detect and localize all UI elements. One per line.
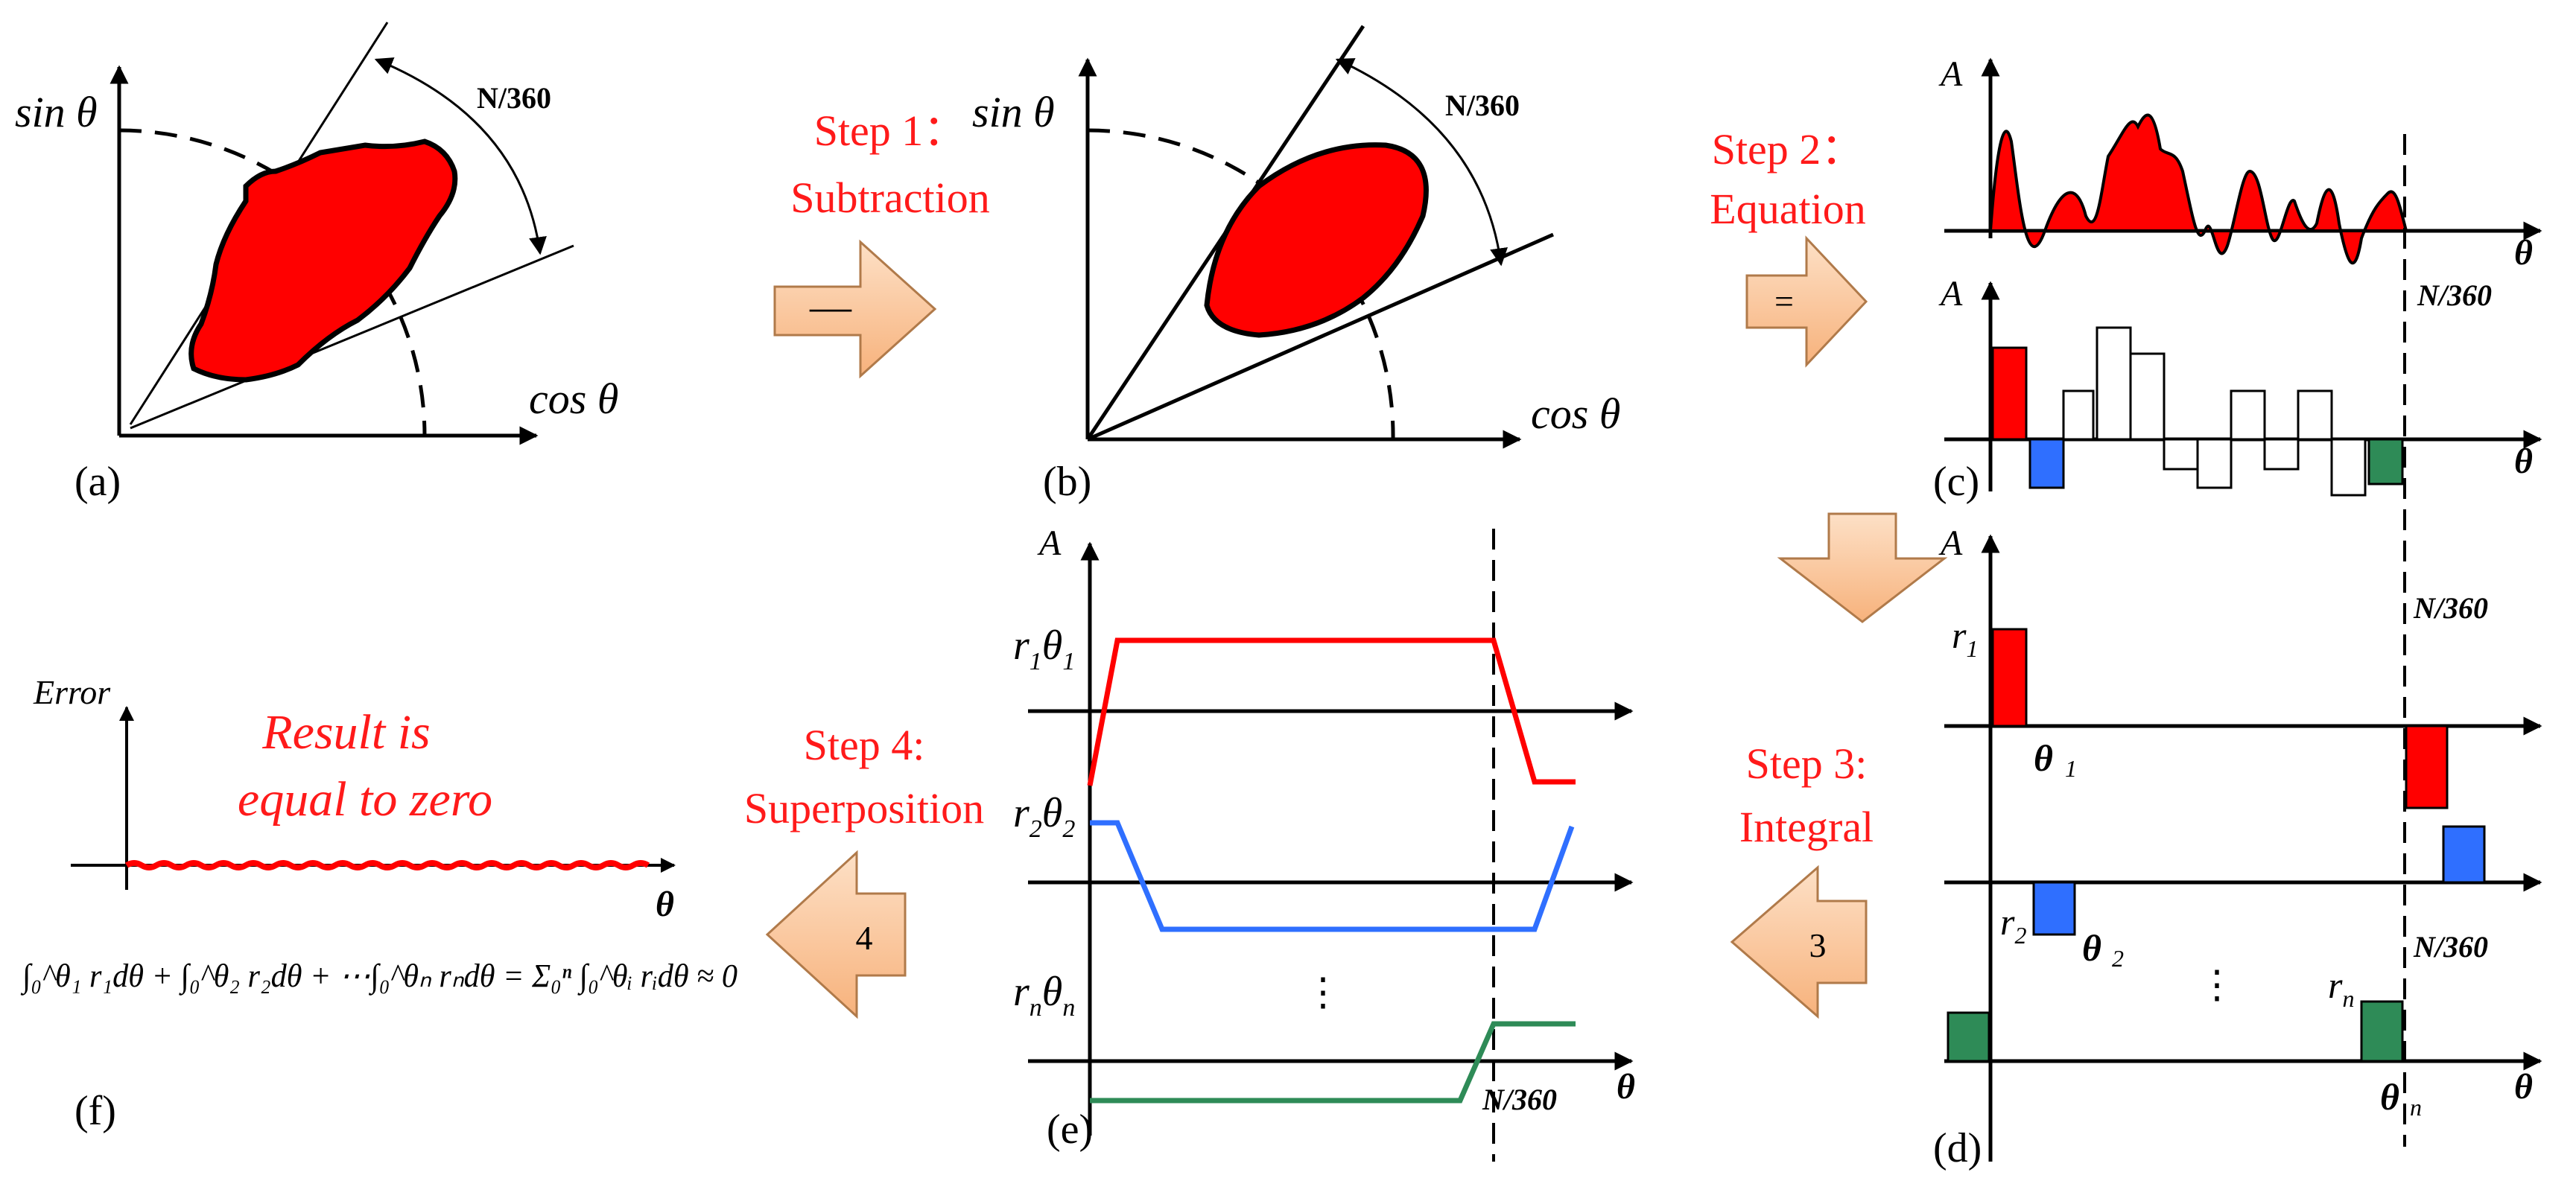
panel-c-bar <box>2230 389 2266 441</box>
panel-e-line-r1 <box>1087 637 1576 786</box>
panel-e-tag: (e) <box>1047 1107 1093 1153</box>
panel-a-unit-arc <box>118 128 427 436</box>
panel-d-bar-r1-shift <box>2405 725 2449 809</box>
panel-d-theta-label: θ <box>2514 1067 2533 1107</box>
panel-d-bar-rn-shift <box>1947 1011 1990 1063</box>
step-3-arrow-symbol: 3 <box>1809 926 1827 964</box>
panel-c-error-waveform <box>1988 113 2408 265</box>
panel-f: Error Result is equal to zero θ ∫₀^θ₁ r₁… <box>20 673 737 1134</box>
panel-b-x-label: cos θ <box>1531 389 1620 438</box>
step-1-subtitle: Subtraction <box>790 173 989 222</box>
step-1-arrow <box>773 239 937 379</box>
panel-b-y-label: sin θ <box>972 88 1055 136</box>
panel-d-a-label: A <box>1938 523 1963 563</box>
step-4-arrow-symbol: 4 <box>856 919 873 957</box>
panel-c-bar <box>2129 352 2166 441</box>
step-4-title: Step 4: <box>804 721 925 769</box>
panel-c-bar <box>2163 438 2199 471</box>
panel-a-tag: (a) <box>74 459 121 505</box>
step-4-arrow <box>765 850 907 1019</box>
panel-e-label-r2: r2θ2 <box>1013 790 1075 843</box>
panel-d-nline-top: N/360 <box>2413 591 2488 625</box>
panel-b-lower-ray <box>1086 232 1555 442</box>
panel-e-label-rn: rnθn <box>1013 969 1075 1022</box>
step-2: Step 2： Equation = <box>1710 125 1868 368</box>
panel-d-ellipsis: ⋮ <box>2198 964 2236 1007</box>
panel-e-a-label: A <box>1037 523 1062 563</box>
panel-a: sin θ cos θ N/360 (a) <box>15 22 618 505</box>
step-1-arrow-symbol: — <box>809 284 852 330</box>
panel-d-rn-label: rn <box>2328 964 2354 1012</box>
panel-d-tag: (d) <box>1933 1125 1982 1171</box>
panel-b-angle-arrow <box>1335 58 1508 267</box>
step-1: Step 1： Subtraction — <box>773 106 990 379</box>
panel-c-bar <box>2330 438 2367 497</box>
panel-c-nline-label: N/360 <box>2417 278 2492 312</box>
step-3-subtitle: Integral <box>1739 803 1874 851</box>
panel-b-angle-label: N/360 <box>1445 89 1520 122</box>
panel-e-theta-label: θ <box>1617 1067 1635 1107</box>
step-4-subtitle: Superposition <box>744 784 984 832</box>
step-1-title: Step 1： <box>814 106 967 155</box>
panel-e: A r1θ1 r2θ2 rnθn ⋮ N/360 θ (e) <box>1013 523 1635 1162</box>
panel-a-lower-ray <box>130 244 574 430</box>
panel-e-line-rn <box>1090 1021 1576 1104</box>
panel-a-error-blob <box>188 139 458 383</box>
panel-f-tag: (f) <box>74 1088 116 1134</box>
step-2-subtitle: Equation <box>1710 185 1865 233</box>
panel-c-bar <box>2263 438 2300 471</box>
panel-c-bottom-a-label: A <box>1938 274 1963 313</box>
panel-b-error-ellipse <box>1204 142 1429 338</box>
step-2-arrow-symbol: = <box>1774 282 1794 320</box>
panel-f-formula: ∫₀^θ₁ r₁dθ + ∫₀^θ₂ r₂dθ + ⋯∫₀^θₙ rₙdθ = … <box>20 958 737 996</box>
panel-c-bar-blue <box>2028 438 2065 489</box>
panel-e-line-r2 <box>1090 820 1575 932</box>
panel-c-bottom-theta-label: θ <box>2514 442 2533 481</box>
panel-a-angle-label: N/360 <box>477 81 551 115</box>
panel-b-unit-arc <box>1087 128 1395 440</box>
panel-c-bar-first <box>1991 346 2028 441</box>
panel-c-bar <box>2062 389 2095 441</box>
panel-b-tag: (b) <box>1043 459 1091 505</box>
panel-a-angle-arrow <box>374 57 547 255</box>
step-3: Step 3: Integral 3 <box>1730 739 1874 1019</box>
step-4: Step 4: Superposition 4 <box>744 721 984 1019</box>
panel-c-top-a-label: A <box>1938 54 1963 94</box>
panel-b: sin θ cos θ N/360 (b) <box>972 25 1620 505</box>
panel-d-bar-r2-shift <box>2442 825 2486 884</box>
panel-f-y-label: Error <box>33 673 111 711</box>
panel-e-label-r1: r1θ1 <box>1013 623 1075 675</box>
panel-e-ellipsis: ⋮ <box>1304 972 1342 1014</box>
panel-c-bar-green <box>2367 438 2404 485</box>
step-3-title: Step 3: <box>1746 739 1868 788</box>
panel-d-bar-r1 <box>1991 628 2028 728</box>
panel-d-r2-label: r2 <box>2000 901 2026 949</box>
panel-c-top-theta-label: θ <box>2514 233 2533 273</box>
panel-f-error-line <box>124 860 650 870</box>
panel-a-y-label: sin θ <box>15 88 98 136</box>
down-arrow <box>1777 512 1948 623</box>
step-2-title: Step 2： <box>1712 125 1865 173</box>
step-2-arrow <box>1745 235 1868 368</box>
panel-f-result-line2: equal to zero <box>238 772 492 827</box>
panel-f-result-line1: Result is <box>261 705 431 760</box>
panel-c-bar <box>2297 389 2333 441</box>
panel-d-bar-rn <box>2360 1000 2404 1063</box>
panel-f-theta-label: θ <box>656 885 674 924</box>
step-3-arrow <box>1730 865 1868 1019</box>
panel-d-bar-r2 <box>2032 881 2076 936</box>
panel-a-x-label: cos θ <box>529 375 618 423</box>
panel-c: A θ N/360 A θ (c) <box>1933 54 2542 505</box>
panel-c-tag: (c) <box>1933 459 1979 505</box>
panel-d-nline-mid: N/360 <box>2413 930 2488 964</box>
panel-c-bar <box>2196 438 2233 489</box>
panel-d-r1-label: r1 <box>1952 614 1978 662</box>
panel-c-bar <box>2096 326 2132 441</box>
panel-e-nline-label: N/360 <box>1482 1083 1557 1116</box>
